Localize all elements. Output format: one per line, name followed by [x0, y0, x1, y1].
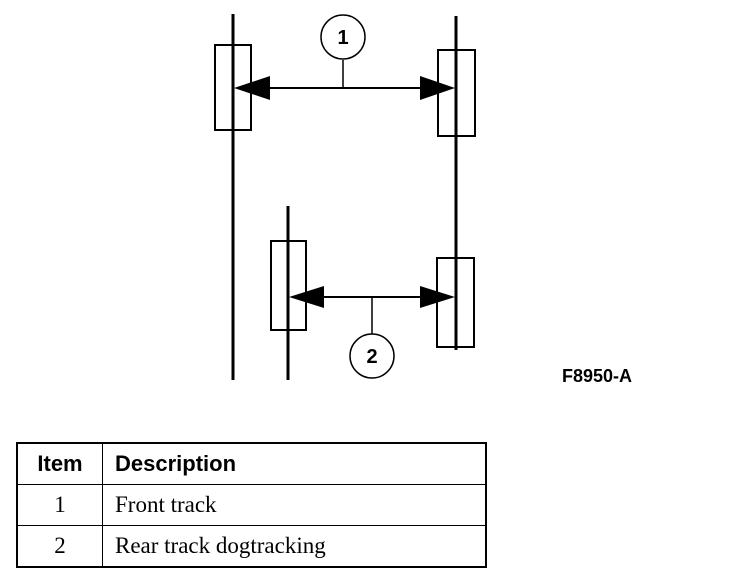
legend-table: Item Description 1 Front track 2 Rear tr… [16, 442, 487, 568]
legend-header-row: Item Description [16, 442, 487, 485]
row-item: 1 [16, 484, 103, 526]
header-description: Description [102, 442, 487, 485]
row-item: 2 [16, 525, 103, 568]
front-track-arrow [234, 76, 455, 100]
callout-2-label: 2 [366, 346, 377, 368]
figure-id: F8950-A [562, 366, 633, 386]
callout-1-label: 1 [337, 27, 348, 49]
rear-left-wheel [270, 240, 307, 331]
row-description: Rear track dogtracking [102, 525, 487, 568]
table-row: 1 Front track [16, 484, 487, 526]
callout-1: 1 [320, 14, 366, 88]
table-row: 2 Rear track dogtracking [16, 525, 487, 568]
row-description: Front track [102, 484, 487, 526]
header-item: Item [16, 442, 103, 485]
callout-2: 2 [349, 297, 395, 379]
track-diagram: 1 2 [214, 14, 476, 380]
